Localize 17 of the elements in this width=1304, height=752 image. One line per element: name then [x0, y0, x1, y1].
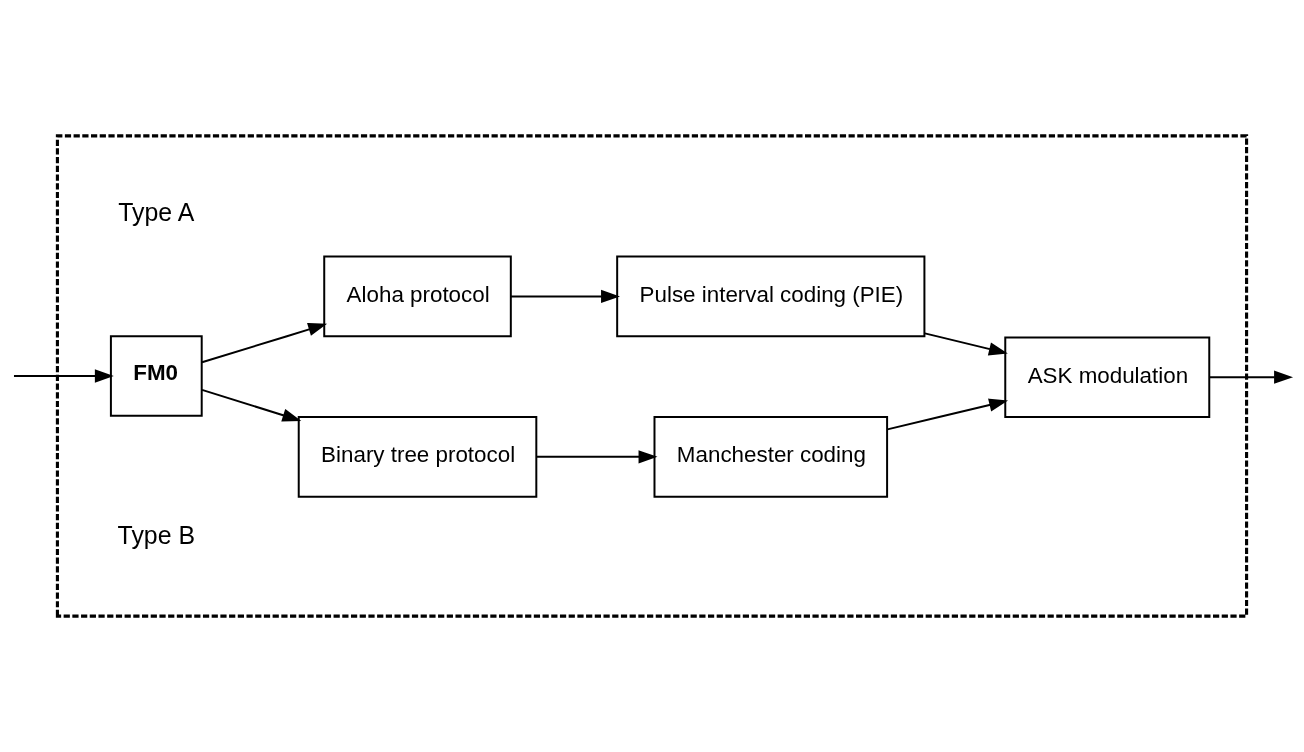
arrow	[13, 369, 114, 383]
cluster	[55, 134, 1249, 618]
label: Type A	[118, 197, 195, 226]
arrow	[1208, 370, 1294, 384]
arrow	[201, 388, 302, 422]
label: Type B	[117, 520, 195, 549]
arrow	[509, 289, 620, 303]
node-box: Binary tree protocol	[297, 416, 538, 498]
node-box: FM0	[109, 335, 203, 417]
node-box: Aloha protocol	[323, 255, 512, 338]
node-box: Manchester coding	[653, 416, 889, 498]
arrow	[886, 398, 1009, 431]
arrow	[201, 323, 328, 364]
node-box: Pulse interval coding (PIE)	[616, 255, 926, 338]
arrow	[923, 332, 1008, 356]
node-box: ASK modulation	[1004, 336, 1211, 419]
arrow	[535, 450, 658, 464]
